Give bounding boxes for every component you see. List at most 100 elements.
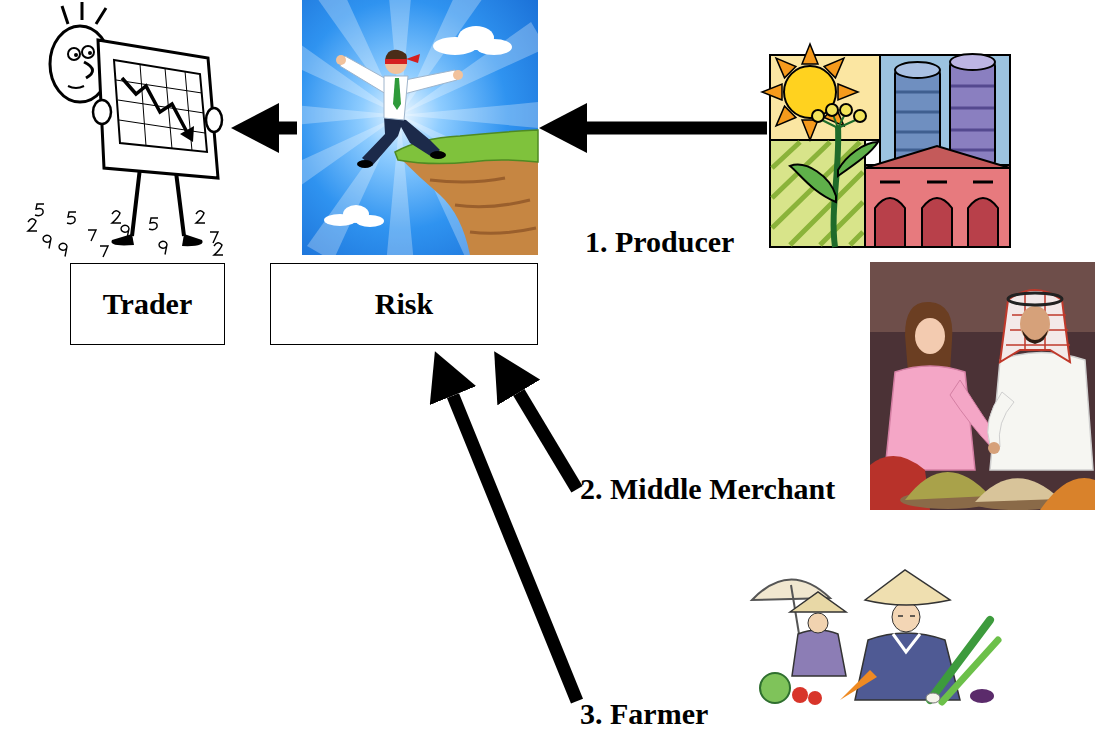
cloud <box>476 39 512 55</box>
merchant-illustration <box>988 392 1014 447</box>
farmer-illustration <box>893 634 920 652</box>
scribble-digits <box>214 243 223 255</box>
node-label: Trader <box>103 287 192 322</box>
merchant-illustration <box>1008 293 1062 305</box>
trader-illustration <box>122 78 188 134</box>
merchant-illustration <box>975 478 1060 502</box>
trader-illustration <box>180 126 194 142</box>
producer-illustration <box>875 198 905 247</box>
risk-illustration <box>430 178 536 233</box>
risk-illustration <box>453 70 463 80</box>
risk-illustration <box>357 160 373 168</box>
scribble-digits <box>112 211 121 223</box>
producer-illustration <box>880 181 993 184</box>
producer-illustration <box>790 165 836 202</box>
merchant-illustration <box>1040 478 1095 510</box>
merchant-illustration <box>988 442 1000 454</box>
producer-illustration <box>834 126 839 247</box>
sun <box>802 120 818 140</box>
risk-illustration <box>396 118 440 157</box>
producer-illustration <box>950 62 995 165</box>
scribble-digits <box>196 211 205 223</box>
risk-illustration <box>240 0 560 275</box>
trader-illustration <box>132 168 184 236</box>
scribble-digits <box>59 243 67 256</box>
producer-illustration <box>826 104 838 116</box>
producer-illustration <box>854 110 866 122</box>
producer-illustration <box>896 92 939 150</box>
producer-label: 1. Producer <box>770 55 1010 247</box>
flow-arrow <box>279 121 297 134</box>
scribble-digits <box>149 218 158 230</box>
farmer-illustration <box>752 570 998 705</box>
farmer-illustration <box>792 687 808 703</box>
node-label: Risk <box>375 287 433 322</box>
risk-illustration <box>340 56 388 94</box>
flow-arrow <box>519 392 577 489</box>
scribble-digits <box>67 212 76 224</box>
trader-illustration <box>98 40 218 178</box>
merchant-illustration <box>905 472 990 500</box>
sun <box>762 84 782 100</box>
scribble-digits <box>159 241 167 254</box>
merchant-illustration <box>870 262 1095 510</box>
trader-illustration <box>111 234 134 245</box>
producer-illustration <box>895 62 940 78</box>
producer-illustration <box>840 104 852 116</box>
node-label: 2. Middle Merchant <box>580 472 835 507</box>
merchant-illustration <box>1022 330 1048 344</box>
flow-arrow <box>587 121 767 134</box>
farmer-illustration <box>790 592 846 612</box>
farmer-illustration <box>808 691 822 705</box>
merchant-illustration <box>915 318 945 354</box>
trader-illustration <box>74 53 78 57</box>
producer-illustration <box>838 142 878 176</box>
sunburst <box>307 108 413 256</box>
trader-illustration <box>68 48 80 60</box>
flow-arrow <box>453 396 577 702</box>
trader-illustration <box>62 2 106 24</box>
producer-illustration <box>968 198 998 247</box>
producer-illustration <box>762 44 1010 247</box>
trader-illustration <box>116 64 205 151</box>
node-label: 1. Producer <box>585 225 734 260</box>
farmer-illustration <box>970 689 994 703</box>
merchant-illustration <box>870 262 1095 510</box>
producer-illustration <box>865 165 1010 247</box>
farmer-illustration <box>808 613 828 633</box>
farmer-illustration <box>840 670 877 700</box>
risk-box: Risk <box>300 0 538 345</box>
risk-illustration <box>393 78 401 110</box>
scribble-digits <box>35 204 44 216</box>
producer-illustration <box>922 198 952 247</box>
scribble-digits <box>210 232 218 243</box>
trader-illustration <box>88 51 92 55</box>
trader-illustration <box>182 234 203 246</box>
sun <box>802 44 818 64</box>
cloud <box>356 215 384 227</box>
trader-illustration <box>28 2 223 257</box>
scribble-digits <box>43 235 51 248</box>
trader-illustration <box>82 46 94 58</box>
merchant-illustration <box>1000 290 1070 362</box>
trader-illustration <box>84 62 93 78</box>
farmer-illustration <box>898 615 915 617</box>
farmer-illustration <box>865 570 950 605</box>
scribble-digits <box>28 219 37 231</box>
merchant-illustration <box>1006 292 1070 350</box>
sunburst <box>302 0 538 255</box>
text-box: Trader <box>70 263 225 345</box>
risk-illustration <box>385 59 407 64</box>
trader-box: Trader <box>20 0 230 345</box>
farmer-illustration <box>760 673 790 703</box>
node-label: 3. Farmer <box>580 697 708 732</box>
producer-illustration <box>950 54 995 70</box>
producer-illustration <box>865 146 1010 168</box>
label-holder: 1. Producer <box>585 225 734 260</box>
farmer-label: 3. Farmer <box>580 697 708 732</box>
risk-illustration <box>384 76 408 120</box>
text-box: Risk <box>270 263 538 345</box>
